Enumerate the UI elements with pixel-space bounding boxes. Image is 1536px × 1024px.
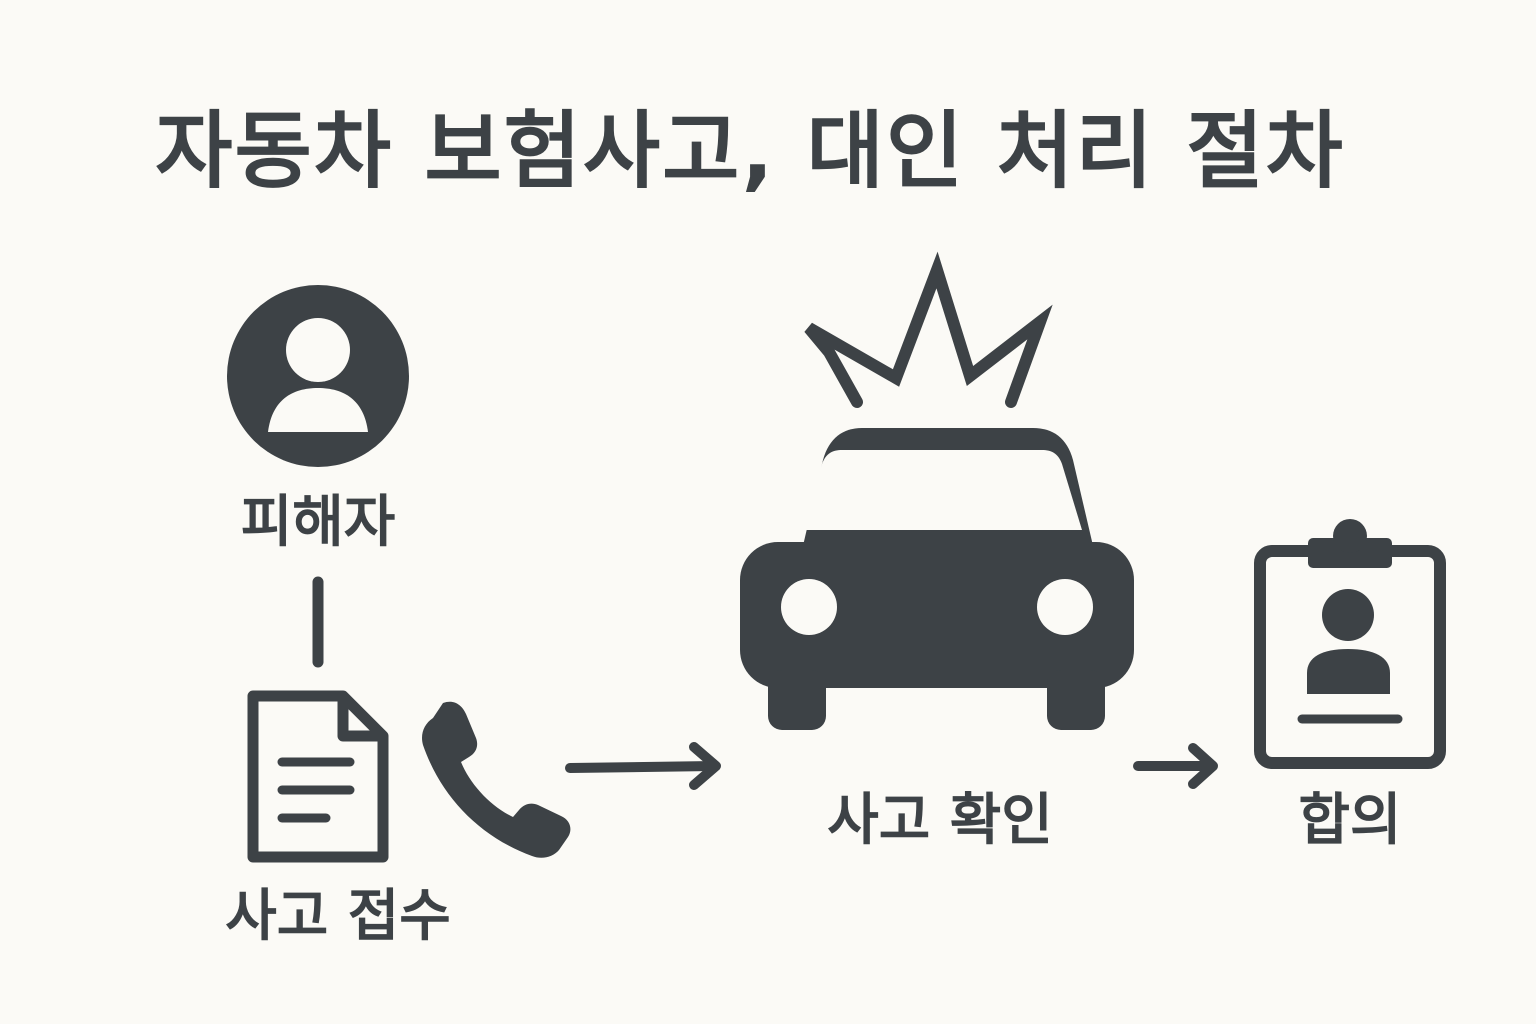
agreement-label: 합의 (1298, 788, 1402, 853)
accident-confirm-label: 사고 확인 (827, 788, 1053, 853)
car-icon (740, 428, 1134, 730)
crash-icon (804, 251, 1053, 408)
arrow-right-icon (565, 742, 721, 790)
person-icon (227, 285, 409, 467)
arrow-right-icon (1133, 743, 1218, 789)
phone-icon (422, 701, 571, 858)
page-title: 자동차 보험사고, 대인 처리 절차 (155, 102, 1345, 200)
victim-label: 피해자 (240, 490, 396, 555)
clipboard-id-icon (1254, 519, 1446, 769)
accident-receipt-label: 사고 접수 (225, 884, 451, 949)
document-icon (247, 690, 389, 863)
